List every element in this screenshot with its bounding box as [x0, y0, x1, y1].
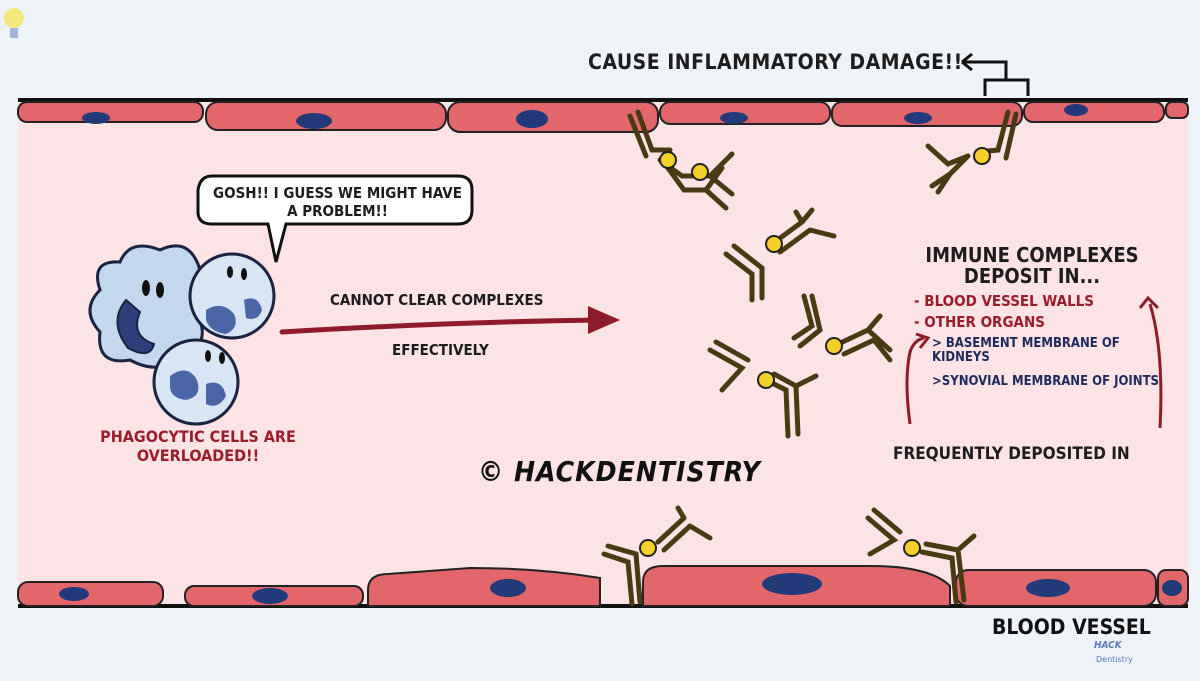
frequently-deposited-label: FREQUENTLY DEPOSITED IN — [893, 444, 1130, 464]
immune-complex — [723, 207, 837, 303]
phagocytic-label: PHAGOCYTIC CELLS ARE OVERLOADED!! — [100, 427, 296, 465]
vessel-wall-top — [17, 98, 1189, 133]
speech-bubble-text: GOSH!! I GUESS WE MIGHT HAVE A PROBLEM!! — [213, 184, 462, 220]
immune-complex-heading: IMMUNE COMPLEXES DEPOSIT IN... — [925, 243, 1139, 288]
immune-complex — [601, 505, 713, 607]
phagocyte-cluster — [88, 244, 276, 426]
immune-complex — [925, 109, 1019, 195]
logo-text-dentistry: Dentistry — [1096, 655, 1133, 664]
deposit-site: - OTHER ORGANS — [914, 313, 1045, 331]
cannot-clear-label: CANNOT CLEAR COMPLEXES — [330, 291, 544, 309]
inflammatory-damage-label: CAUSE INFLAMMATORY DAMAGE!! — [588, 50, 963, 74]
deposit-site: - BLOOD VESSEL WALLS — [914, 292, 1095, 310]
immune-complex — [707, 339, 819, 439]
clear-arrow-shaft — [279, 317, 603, 335]
logo-text-hack: HACK — [1094, 640, 1122, 651]
hack-dentistry-logo — [4, 8, 24, 38]
immune-complex — [865, 507, 977, 605]
freq-arrow-left — [905, 336, 925, 425]
copyright-watermark: © HACKDENTISTRY — [478, 455, 761, 488]
organ-subitem: > BASEMENT MEMBRANE OF KIDNEYS — [932, 336, 1120, 365]
damage-arrowhead — [961, 52, 973, 72]
effectively-label: EFFECTIVELY — [392, 341, 489, 359]
organ-subitem: >SYNOVIAL MEMBRANE OF JOINTS — [932, 374, 1159, 389]
immune-complex — [627, 109, 735, 211]
blood-vessel-label: BLOOD VESSEL — [992, 615, 1151, 639]
speech-bubble — [196, 174, 474, 263]
immune-complex — [791, 293, 893, 363]
damage-bracket — [962, 60, 1030, 96]
freq-arrow-right — [1148, 303, 1163, 429]
clear-arrowhead — [588, 306, 620, 334]
vessel-wall-bottom — [17, 565, 1189, 608]
